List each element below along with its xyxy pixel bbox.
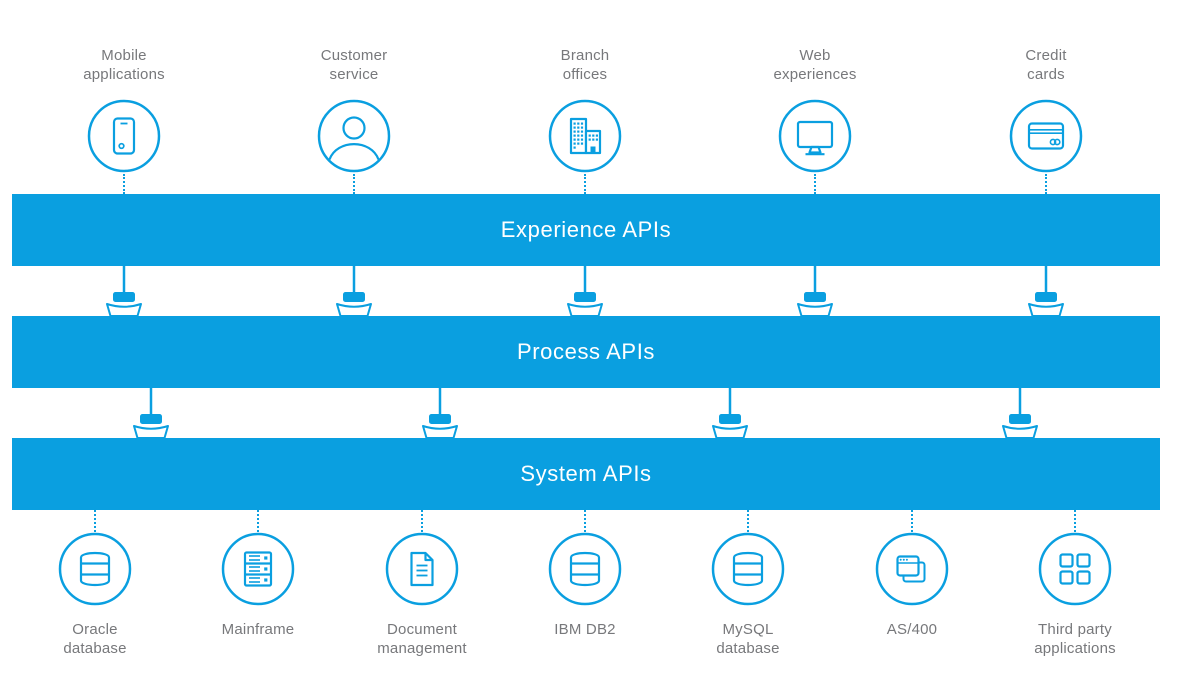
- bottom-node-label: Oracle database: [10, 620, 180, 658]
- top-node-label: Mobile applications: [39, 46, 209, 84]
- app-windows-icon: [875, 532, 949, 606]
- dotted-link: [584, 174, 586, 194]
- label-line: Third party: [1038, 621, 1112, 638]
- document-icon: [385, 532, 459, 606]
- database-icon: [711, 532, 785, 606]
- label-line: Web: [799, 47, 831, 64]
- label-line: management: [377, 640, 467, 657]
- label-line: MySQL: [722, 621, 774, 638]
- dotted-link: [353, 174, 355, 194]
- api-plug-connector: [708, 388, 752, 438]
- bar-title: System APIs: [520, 461, 652, 486]
- label-line: Mainframe: [221, 621, 295, 638]
- api-plug-connector: [793, 266, 837, 316]
- label-line: service: [329, 66, 379, 83]
- api-plug-connector: [998, 388, 1042, 438]
- server-rack-icon: [221, 532, 295, 606]
- dotted-link: [421, 510, 423, 532]
- top-node-label: Branch offices: [500, 46, 670, 84]
- label-line: Branch: [560, 47, 610, 64]
- label-line: Document: [387, 621, 457, 638]
- label-line: experiences: [773, 66, 857, 83]
- bottom-node-label: Document management: [337, 620, 507, 658]
- buildings-icon: [548, 99, 622, 173]
- label-line: AS/400: [886, 621, 938, 638]
- api-plug-connector: [418, 388, 462, 438]
- dotted-link: [1045, 174, 1047, 194]
- label-line: cards: [1027, 66, 1065, 83]
- api-plug-connector: [332, 266, 376, 316]
- label-line: Credit: [1025, 47, 1067, 64]
- process-apis-bar: Process APIs: [12, 316, 1160, 388]
- database-icon: [58, 532, 132, 606]
- label-line: applications: [83, 66, 165, 83]
- monitor-icon: [778, 99, 852, 173]
- app-grid-icon: [1038, 532, 1112, 606]
- label-line: applications: [1034, 640, 1116, 657]
- bottom-node-label: AS/400: [827, 620, 997, 639]
- api-plug-connector: [563, 266, 607, 316]
- label-line: Mobile: [101, 47, 147, 64]
- dotted-link: [814, 174, 816, 194]
- label-line: offices: [562, 66, 608, 83]
- api-plug-connector: [1024, 266, 1068, 316]
- dotted-link: [911, 510, 913, 532]
- system-apis-bar: System APIs: [12, 438, 1160, 510]
- api-plug-connector: [102, 266, 146, 316]
- smartphone-icon: [87, 99, 161, 173]
- label-line: Customer: [320, 47, 388, 64]
- bar-title: Process APIs: [516, 339, 656, 364]
- top-node-label: Web experiences: [730, 46, 900, 84]
- dotted-link: [1074, 510, 1076, 532]
- dotted-link: [747, 510, 749, 532]
- database-icon: [548, 532, 622, 606]
- label-line: Oracle: [72, 621, 118, 638]
- bottom-node-label: Third party applications: [990, 620, 1160, 658]
- bottom-node-label: MySQL database: [663, 620, 833, 658]
- top-node-label: Customer service: [269, 46, 439, 84]
- label-line: IBM DB2: [554, 621, 616, 638]
- label-line: database: [63, 640, 127, 657]
- top-node-label: Credit cards: [961, 46, 1131, 84]
- credit-card-icon: [1009, 99, 1083, 173]
- bottom-node-label: Mainframe: [173, 620, 343, 639]
- person-icon: [317, 99, 391, 173]
- dotted-link: [123, 174, 125, 194]
- label-line: database: [716, 640, 780, 657]
- bottom-node-label: IBM DB2: [500, 620, 670, 639]
- dotted-link: [257, 510, 259, 532]
- dotted-link: [584, 510, 586, 532]
- experience-apis-bar: Experience APIs: [12, 194, 1160, 266]
- api-plug-connector: [129, 388, 173, 438]
- dotted-link: [94, 510, 96, 532]
- bar-title: Experience APIs: [500, 217, 672, 242]
